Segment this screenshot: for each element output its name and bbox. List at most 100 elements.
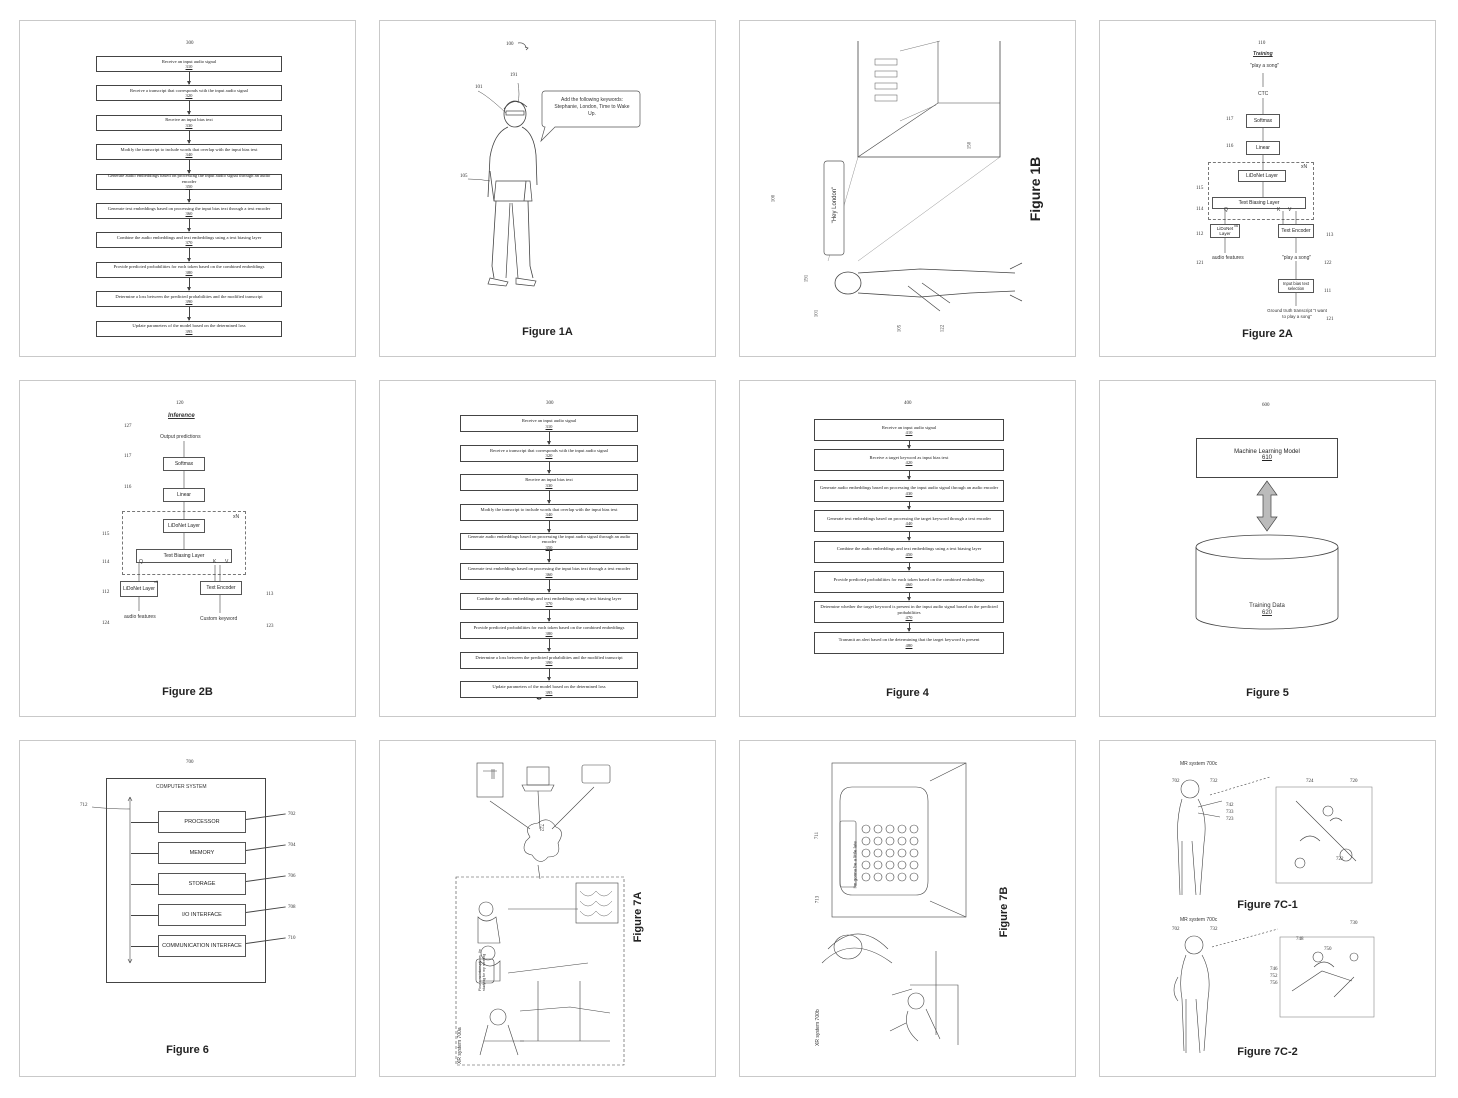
flowchart-step: Combine the audio embeddings and text em…	[96, 232, 282, 249]
computer-system-label: COMPUTER SYSTEM	[156, 784, 207, 790]
figure-caption-7c-1: Figure 7C-1	[1237, 899, 1298, 911]
ref-115: 115	[1196, 186, 1204, 191]
card-figure-7b[interactable]: I'm gonna be a little late 711 713 XR sy…	[739, 740, 1076, 1077]
system-component: I/O INTERFACE	[158, 904, 246, 926]
ref-732a: 732	[1210, 779, 1218, 784]
repeat-count: xN	[233, 514, 240, 520]
text-biasing-layer-box: Text Biasing Layer	[136, 549, 232, 563]
bus-connector	[131, 946, 158, 947]
step-number: 420	[905, 460, 913, 466]
ref-111: 111	[1324, 289, 1332, 294]
bus-connector	[131, 822, 158, 823]
system-component: STORAGE	[158, 873, 246, 895]
step-number: 380	[545, 630, 553, 636]
k-label: K	[1277, 207, 1281, 213]
bus-connector	[131, 915, 158, 916]
figure-ref-number: 300	[186, 41, 194, 46]
step-text: Update parameters of the model based on …	[492, 684, 606, 690]
card-figure-6[interactable]: 700 COMPUTER SYSTEM 712 Figure 6 PROCESS…	[19, 740, 356, 1077]
softmax-box: Softmax	[163, 457, 205, 471]
flowchart-step: Modify the transcript to include words t…	[460, 503, 638, 521]
ref-115: 115	[102, 532, 110, 537]
ref-123: 123	[266, 624, 274, 629]
ref-730: 730	[1350, 921, 1358, 926]
card-figure-1b[interactable]: "Hey London" 150 100 191 101 105 122 Fig…	[739, 20, 1076, 357]
step-number: 340	[545, 512, 553, 518]
ref-723: 723	[1226, 817, 1234, 822]
ref-733: 733	[1226, 810, 1234, 815]
step-text: Receive a transcript that corresponds wi…	[129, 87, 248, 93]
step-text: Determine whether the target keyword is …	[820, 604, 998, 615]
ref-127: 127	[124, 424, 132, 429]
flowchart-step: Update parameters of the model based on …	[460, 681, 638, 699]
step-number: 450	[905, 551, 913, 557]
step-text: Provide predicted probabilities for each…	[113, 264, 265, 270]
step-text: Provide predicted probabilities for each…	[833, 576, 985, 582]
card-figure-2b[interactable]: 120 Inference Output predictions Softmax…	[19, 380, 356, 717]
flowchart-step: Provide predicted probabilities for each…	[814, 571, 1004, 593]
room-illustration	[823, 40, 1023, 312]
v-label: V	[225, 559, 229, 565]
speech-bubble-text: Add the following keywords: Stephanie, L…	[554, 97, 630, 117]
ref-732b: 732	[1210, 927, 1218, 932]
card-figure-1a[interactable]: 100 191 101 105 Add the following keywor…	[379, 20, 716, 357]
step-number: 395	[545, 689, 553, 695]
figure-caption: Figure 5	[1246, 687, 1289, 699]
step-number: 390	[545, 660, 553, 666]
flow-arrow	[187, 307, 191, 322]
flowchart-step: Combine the audio embeddings and text em…	[460, 592, 638, 610]
card-figure-5[interactable]: 600 Machine Learning Model 610 Training …	[1099, 380, 1436, 717]
step-number: 350	[185, 184, 193, 190]
flow-arrow	[547, 491, 551, 504]
linear-box: Linear	[1246, 141, 1280, 155]
step-number: 320	[185, 93, 193, 99]
card-figure-7a[interactable]: 722 XR system 700a Please no interruptio…	[379, 740, 716, 1077]
flowchart-step: Determine a loss between the predicted p…	[460, 651, 638, 669]
figure-caption-7c-2: Figure 7C-2	[1237, 1046, 1298, 1058]
flow-arrow	[187, 277, 191, 292]
step-number: 360	[185, 211, 193, 216]
step-number: 470	[905, 615, 913, 621]
flow-arrow	[907, 562, 911, 572]
step-text: Receive an input audio signal	[521, 418, 577, 423]
x6-label: x6	[154, 579, 159, 584]
bidirectional-arrow-and-database	[1195, 480, 1339, 630]
ref-722: 722	[1336, 857, 1344, 862]
v-label: V	[1288, 207, 1292, 213]
ref-748: 748	[1296, 937, 1304, 942]
text-encoder-box: Text Encoder	[1278, 224, 1314, 238]
ref-191: 191	[804, 274, 810, 283]
card-figure-3[interactable]: 300 Figure 3 Receive an input audio sign…	[379, 380, 716, 717]
custom-keyword-label: Custom keyword	[200, 616, 238, 622]
flow-arrow	[187, 248, 191, 263]
flow-arrow	[907, 441, 911, 450]
step-text: Receive a transcript that corresponds wi…	[489, 447, 608, 453]
figure-ref-number: 400	[904, 401, 912, 406]
ref-122: 122	[940, 324, 946, 333]
ref-100: 100	[771, 194, 777, 203]
card-figure-7c[interactable]: MR system 700c MR system 700c 702 732 72…	[1099, 740, 1436, 1077]
flowchart-step: Transmit an alert based on the determini…	[814, 631, 1004, 654]
flow-arrow	[547, 580, 551, 593]
card-figure-2a[interactable]: 110 Training "play a song" CTC Softmax L…	[1099, 20, 1436, 357]
figure-ref-number: 120	[176, 401, 184, 406]
text-biasing-layer-box: Text Biasing Layer	[1212, 197, 1306, 209]
flow-arrow	[907, 501, 911, 511]
mr-system-label-2: MR system 700c	[1180, 917, 1218, 923]
flow-arrow	[187, 160, 191, 175]
card-figure-4[interactable]: 400 Figure 4 Receive an input audio sign…	[739, 380, 1076, 717]
step-number: 480	[905, 642, 913, 648]
ref-114: 114	[102, 560, 110, 565]
step-number: 460	[905, 582, 913, 587]
step-number: 370	[545, 601, 553, 607]
ref-112: 112	[102, 590, 110, 595]
step-number: 320	[545, 453, 553, 459]
ref-121: 121	[1196, 261, 1204, 266]
step-number: 440	[905, 521, 913, 527]
step-number: 310	[545, 423, 553, 429]
flow-arrow	[907, 532, 911, 542]
ref-124: 124	[102, 621, 110, 626]
